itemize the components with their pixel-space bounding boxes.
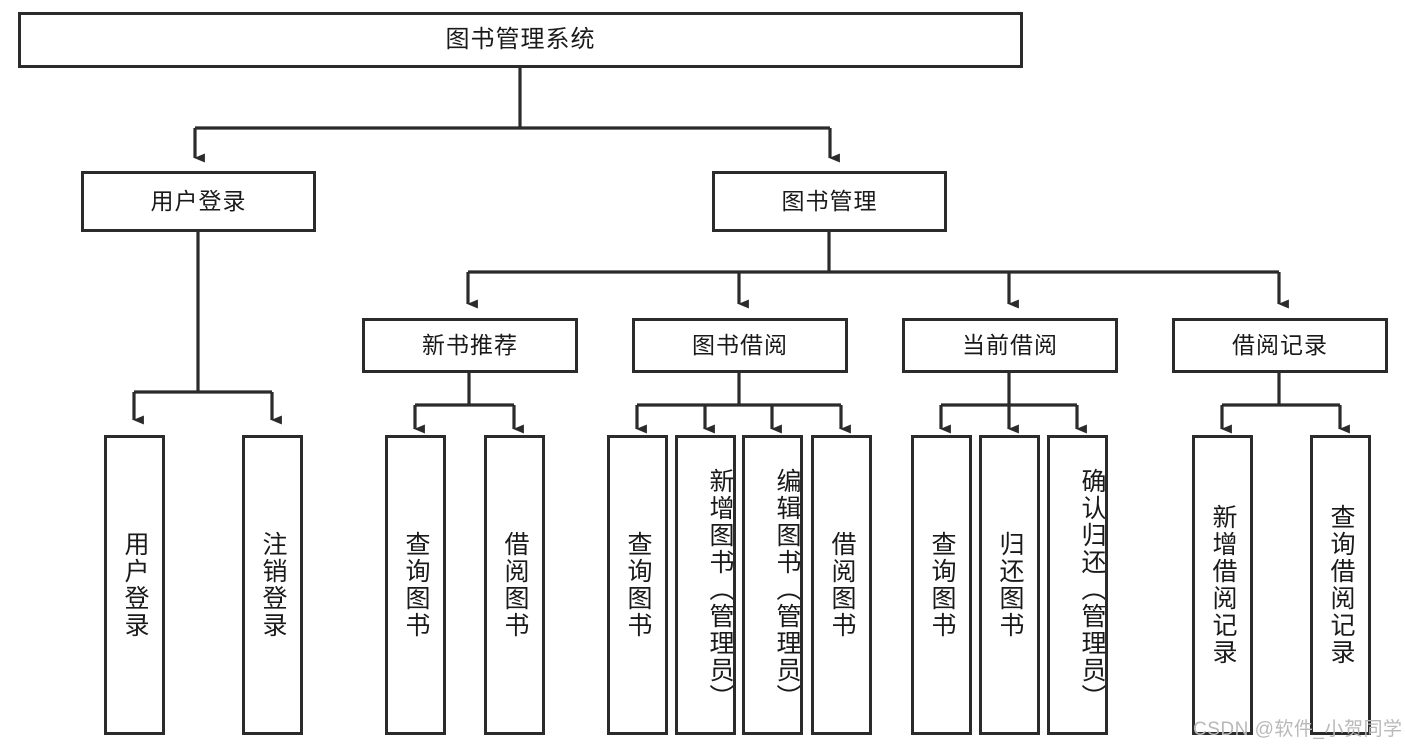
node-label: 查询图书 bbox=[624, 531, 652, 639]
leaf-confirm-return-admin[interactable]: 确认归还（管理员） bbox=[1047, 435, 1108, 735]
node-label: 确认归还（管理员） bbox=[1078, 467, 1106, 711]
node-label: 新增借阅记录 bbox=[1209, 504, 1237, 666]
node-label: 图书管理 bbox=[781, 187, 878, 214]
leaf-query-book-borrow[interactable]: 查询图书 bbox=[607, 435, 668, 735]
node-label: 新增图书（管理员） bbox=[706, 467, 734, 711]
node-label: 归还图书 bbox=[996, 531, 1024, 639]
node-label: 当前借阅 bbox=[962, 331, 1058, 358]
node-label: 图书管理系统 bbox=[445, 25, 596, 53]
leaf-query-book-new[interactable]: 查询图书 bbox=[385, 435, 446, 735]
node-book-management[interactable]: 图书管理 bbox=[712, 171, 947, 232]
leaf-query-borrow-record[interactable]: 查询借阅记录 bbox=[1310, 435, 1371, 735]
node-label: 借阅图书 bbox=[828, 531, 856, 639]
leaf-user-login[interactable]: 用户登录 bbox=[104, 435, 165, 735]
leaf-borrow-book-new[interactable]: 借阅图书 bbox=[484, 435, 545, 735]
leaf-borrow-book[interactable]: 借阅图书 bbox=[811, 435, 872, 735]
leaf-logout[interactable]: 注销登录 bbox=[242, 435, 303, 735]
node-user-login[interactable]: 用户登录 bbox=[81, 171, 316, 232]
leaf-query-book-current[interactable]: 查询图书 bbox=[911, 435, 972, 735]
node-book-borrowing[interactable]: 图书借阅 bbox=[632, 318, 848, 373]
node-label: 新书推荐 bbox=[422, 331, 518, 358]
node-new-book-recommendation[interactable]: 新书推荐 bbox=[362, 318, 578, 373]
node-label: 用户登录 bbox=[121, 531, 149, 639]
csdn-watermark: CSDN @软件_小贺同学 bbox=[1193, 719, 1403, 740]
node-label: 编辑图书（管理员） bbox=[773, 467, 801, 711]
leaf-edit-book-admin[interactable]: 编辑图书（管理员） bbox=[742, 435, 803, 735]
leaf-return-book[interactable]: 归还图书 bbox=[979, 435, 1040, 735]
node-label: 查询图书 bbox=[928, 531, 956, 639]
node-borrow-records[interactable]: 借阅记录 bbox=[1172, 318, 1388, 373]
node-root-system[interactable]: 图书管理系统 bbox=[18, 12, 1023, 68]
node-label: 用户登录 bbox=[150, 187, 247, 214]
node-label: 借阅图书 bbox=[501, 531, 529, 639]
node-label: 图书借阅 bbox=[692, 331, 788, 358]
node-current-borrowing[interactable]: 当前借阅 bbox=[902, 318, 1118, 373]
leaf-add-borrow-record[interactable]: 新增借阅记录 bbox=[1192, 435, 1253, 735]
node-label: 查询借阅记录 bbox=[1327, 504, 1355, 666]
node-label: 借阅记录 bbox=[1232, 331, 1328, 358]
node-label: 查询图书 bbox=[402, 531, 430, 639]
leaf-add-book-admin[interactable]: 新增图书（管理员） bbox=[675, 435, 736, 735]
node-label: 注销登录 bbox=[259, 531, 287, 639]
